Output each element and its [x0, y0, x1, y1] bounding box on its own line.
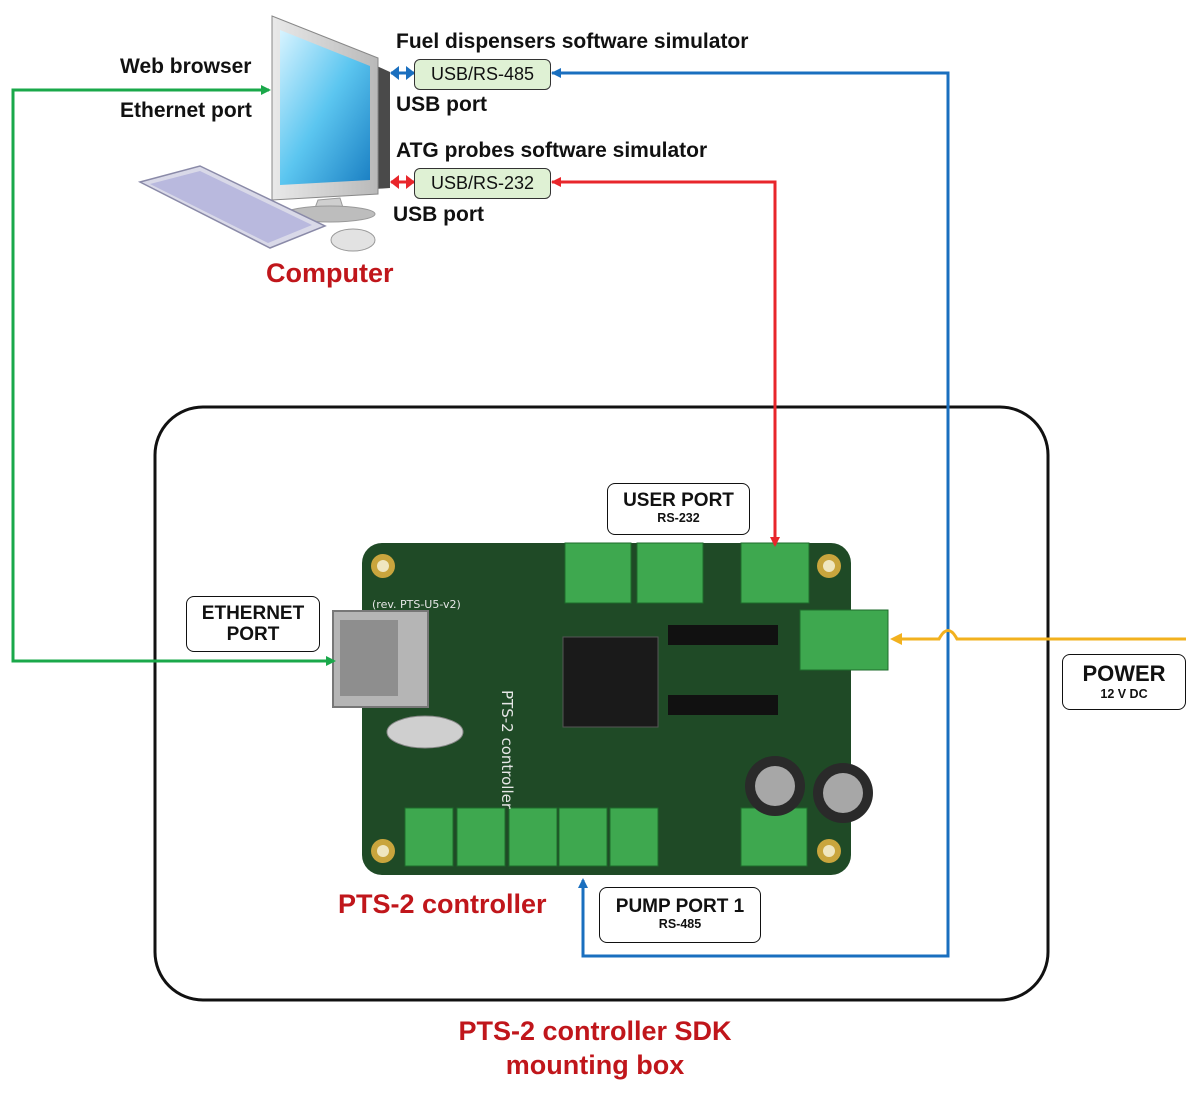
user-port-box: USER PORT RS-232 [607, 483, 750, 535]
fuel-simulator-label: Fuel dispensers software simulator [396, 30, 749, 53]
ethernet-port-box: ETHERNET PORT [186, 596, 320, 652]
ethernet-port-label: Ethernet port [120, 99, 252, 122]
power-voltage: 12 V DC [1100, 687, 1148, 701]
pcb-board [332, 542, 889, 875]
user-port-label: USER PORT [623, 490, 734, 511]
pump-port-label: PUMP PORT 1 [615, 896, 745, 917]
ethernet-box-line2: PORT [226, 624, 280, 645]
power-label: POWER [1082, 661, 1166, 686]
computer-icon [137, 15, 390, 252]
atg-simulator-label: ATG probes software simulator [396, 139, 708, 162]
power-connection-line [895, 629, 1186, 641]
mounting-box-line2: mounting box [505, 1050, 685, 1080]
ethernet-box-line1: ETHERNET [201, 603, 305, 624]
mounting-box-line1: PTS-2 controller SDK [458, 1016, 732, 1046]
mounting-box-title: PTS-2 controller SDK mounting box [400, 1014, 790, 1082]
pcb-rev-text: (rev. PTS-U5-v2) [372, 598, 461, 611]
rs232-connection-line [552, 180, 777, 545]
pump-port-box: PUMP PORT 1 RS-485 [599, 887, 761, 943]
mounting-box-outline [153, 405, 1050, 1002]
usb-port-label-1: USB port [396, 93, 487, 116]
controller-label: PTS-2 controller [338, 889, 547, 919]
rs485-connection-line [552, 71, 950, 958]
web-browser-label: Web browser [120, 55, 252, 78]
user-port-protocol: RS-232 [657, 511, 700, 525]
pcb-title-text: PTS-2 controller [498, 690, 516, 810]
usb-rs485-adapter: USB/RS-485 [414, 59, 551, 90]
pump-port-protocol: RS-485 [658, 917, 702, 931]
ethernet-connection-line [11, 88, 334, 663]
usb-port-label-2: USB port [393, 203, 484, 226]
computer-title: Computer [266, 258, 394, 288]
power-box: POWER 12 V DC [1062, 654, 1186, 710]
usb-rs232-adapter: USB/RS-232 [414, 168, 551, 199]
